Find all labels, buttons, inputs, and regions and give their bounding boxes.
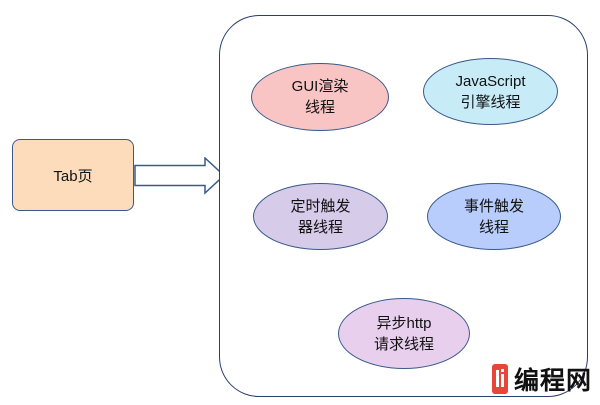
event-trigger-thread: 事件触发 线程 xyxy=(427,183,561,250)
js-engine-thread: JavaScript 引擎线程 xyxy=(423,58,558,125)
js-thread-line1: JavaScript xyxy=(455,72,526,90)
event-thread-line1: 事件触发 xyxy=(463,197,524,215)
watermark-logo-icon xyxy=(490,360,510,398)
gui-render-thread: GUI渲染 线程 xyxy=(251,63,389,131)
timer-trigger-thread: 定时触发 器线程 xyxy=(253,183,388,250)
http-thread-line2: 请求线程 xyxy=(373,335,434,353)
watermark-text: 编程网 xyxy=(514,366,593,395)
timer-thread-line1: 定时触发 xyxy=(290,197,351,215)
async-http-thread: 异步http 请求线程 xyxy=(338,298,470,369)
tab-label: Tab页 xyxy=(53,167,93,185)
http-thread-line1: 异步http xyxy=(376,314,432,332)
tab-box: Tab页 xyxy=(12,139,134,211)
js-thread-line2: 引擎线程 xyxy=(460,93,521,111)
gui-thread-line1: GUI渲染 xyxy=(291,78,349,95)
event-thread-line2: 线程 xyxy=(478,218,509,236)
timer-thread-line2: 器线程 xyxy=(297,218,343,236)
arrow-right-icon xyxy=(134,157,226,195)
gui-thread-line2: 线程 xyxy=(304,99,335,116)
watermark: 编程网 xyxy=(490,358,592,400)
